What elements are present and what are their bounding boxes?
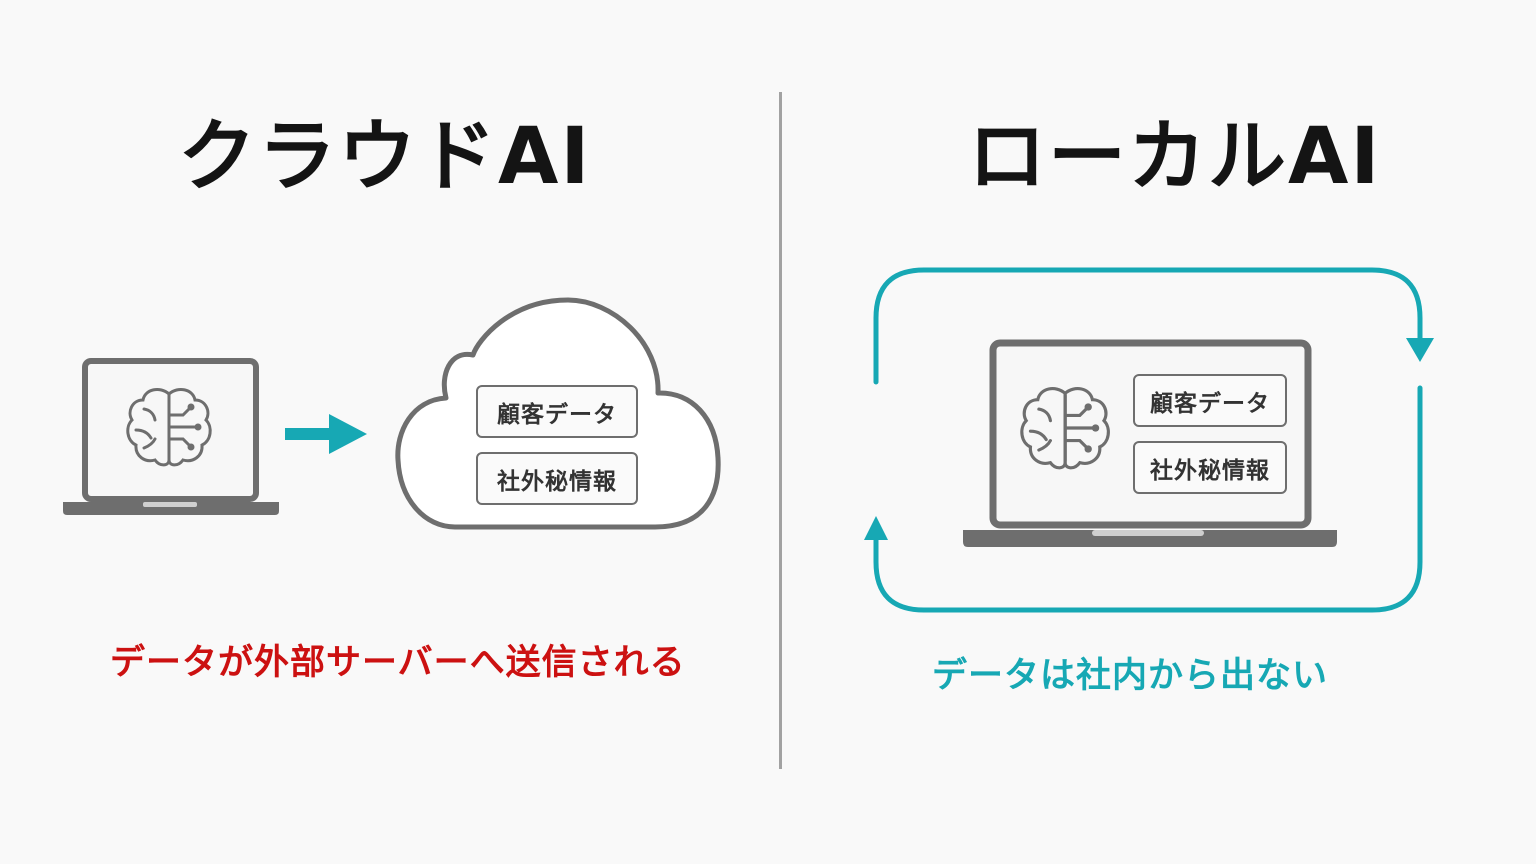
local-ai-caption: データは社内から出ない <box>932 656 1329 696</box>
brain-circuit-icon <box>126 387 212 467</box>
cloud-ai-panel: クラウドAI 顧客データ 社外秘情報 データが外部サーバーへ送信される <box>63 112 721 683</box>
cycle-arrows-icon <box>873 267 1423 613</box>
cloud-ai-title: クラウドAI <box>178 112 592 202</box>
arrow-right-icon <box>285 414 367 454</box>
local-ai-title: ローカルAI <box>968 112 1382 202</box>
cycle-arrow-head-down <box>1406 338 1434 362</box>
cloud-item-customer-data: 顧客データ <box>476 385 638 438</box>
laptop-item-confidential-info: 社外秘情報 <box>1133 441 1287 494</box>
cloud-item-confidential-info: 社外秘情報 <box>476 452 638 505</box>
cloud-ai-caption: データが外部サーバーへ送信される <box>110 643 686 683</box>
brain-circuit-icon <box>1020 387 1110 470</box>
panel-divider <box>779 92 782 769</box>
local-ai-panel: ローカルAI 顧客データ 社外秘情報 データは社内から出ない <box>782 0 1536 864</box>
cycle-arrow-head-up <box>864 516 888 540</box>
laptop-item-customer-data: 顧客データ <box>1133 374 1287 427</box>
